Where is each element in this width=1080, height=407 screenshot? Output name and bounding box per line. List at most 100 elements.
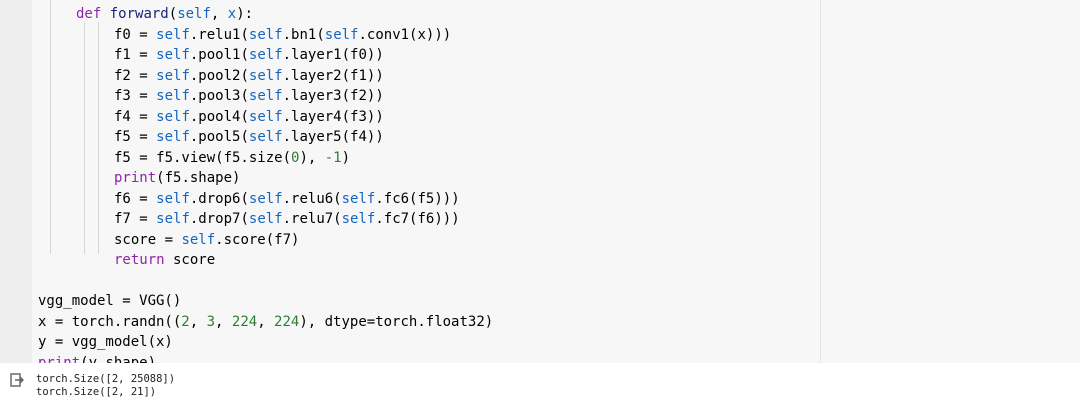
code-token: ) xyxy=(341,149,351,166)
code-token: 0 xyxy=(291,149,300,166)
code-token xyxy=(101,6,109,22)
code-line: x = torch.randn((2, 3, 224, 224), dtype=… xyxy=(38,312,493,332)
code-token: .pool4( xyxy=(189,108,249,125)
code-token: .pool2( xyxy=(189,67,249,84)
code-token: def xyxy=(76,6,102,22)
code-token: self xyxy=(156,129,190,145)
code-line: f6 = self.drop6(self.relu6(self.fc6(f5))… xyxy=(114,189,460,209)
code-line: def forward(self, x): xyxy=(76,4,253,24)
code-token: .conv1(x))) xyxy=(358,26,452,43)
code-line: vgg_model = VGG() xyxy=(38,291,181,311)
cell-gutter xyxy=(0,0,32,363)
code-line: y = vgg_model(x) xyxy=(38,332,173,352)
code-token: self xyxy=(177,6,211,22)
code-token: 3 xyxy=(206,313,216,330)
indent-guide xyxy=(50,0,51,254)
code-token: , xyxy=(257,313,275,330)
code-token: .fc7(f6))) xyxy=(375,211,460,227)
code-token: forward xyxy=(109,6,169,22)
code-token: self xyxy=(181,231,216,248)
code-token: , xyxy=(189,313,207,330)
cell-output-area: torch.Size([2, 25088]) torch.Size([2, 21… xyxy=(0,363,1080,407)
code-token: score = xyxy=(114,231,182,248)
code-token: self xyxy=(156,190,190,207)
code-token: ), dtype=torch.float32) xyxy=(299,313,494,330)
code-token: ( xyxy=(168,6,178,22)
code-token: ), xyxy=(299,149,325,166)
output-line-2: torch.Size([2, 21]) xyxy=(36,386,157,398)
code-token: 224 xyxy=(274,313,300,330)
code-token: .drop7( xyxy=(189,211,249,227)
code-token: f1 = xyxy=(114,47,157,63)
code-token: 224 xyxy=(231,313,258,330)
code-token: .score(f7) xyxy=(215,231,300,248)
code-line: print(f5.shape) xyxy=(114,168,240,188)
code-token: self xyxy=(156,67,190,84)
code-token: .pool5( xyxy=(189,129,249,145)
code-token: self xyxy=(341,190,376,207)
code-token: return xyxy=(114,252,165,268)
code-token: .pool3( xyxy=(189,88,249,104)
output-line-1: torch.Size([2, 25088]) xyxy=(36,373,176,385)
code-line: f4 = self.pool4(self.layer4(f3)) xyxy=(114,107,384,127)
code-token: 2 xyxy=(181,313,190,330)
code-line: f5 = f5.view(f5.size(0), -1) xyxy=(114,148,350,168)
indent-guide xyxy=(84,22,85,254)
code-token: ): xyxy=(236,6,254,22)
code-token: .pool1( xyxy=(189,47,249,63)
code-line: return score xyxy=(114,250,215,270)
code-token: self xyxy=(156,108,190,125)
code-token: f2 = xyxy=(114,67,157,84)
code-token: .layer1(f0)) xyxy=(282,47,384,63)
code-token: self xyxy=(341,211,376,227)
code-line: f1 = self.pool1(self.layer1(f0)) xyxy=(114,45,384,65)
code-token: y = vgg_model(x) xyxy=(38,334,173,350)
code-token: self xyxy=(248,26,283,43)
code-token: f5 = f5.view(f5.size( xyxy=(114,149,292,166)
code-token: .relu6( xyxy=(282,190,342,207)
code-line: f2 = self.pool2(self.layer2(f1)) xyxy=(114,66,384,86)
code-token: f7 = xyxy=(114,211,157,227)
code-token: self xyxy=(248,88,283,104)
code-token: .fc6(f5))) xyxy=(375,190,460,207)
code-token: self xyxy=(248,190,283,207)
code-token: self xyxy=(156,47,190,63)
code-token: .relu7( xyxy=(282,211,342,227)
code-token: self xyxy=(248,108,283,125)
code-token: f5 = xyxy=(114,129,157,145)
code-token: f3 = xyxy=(114,88,157,104)
code-token: .layer4(f3)) xyxy=(282,108,384,125)
code-token: -1 xyxy=(324,149,342,166)
code-token: , xyxy=(215,313,232,330)
code-line: score = self.score(f7) xyxy=(114,230,299,250)
code-token: self xyxy=(324,26,359,43)
code-line: f0 = self.relu1(self.bn1(self.conv1(x))) xyxy=(114,25,451,45)
code-token: self xyxy=(248,129,283,145)
code-line: f7 = self.drop7(self.relu7(self.fc7(f6))… xyxy=(114,209,460,229)
code-token: self xyxy=(156,211,190,227)
code-token: vgg_model = VGG() xyxy=(38,293,182,309)
code-line: f5 = self.pool5(self.layer5(f4)) xyxy=(114,127,384,147)
code-token: score xyxy=(164,252,216,268)
code-token: print xyxy=(114,170,157,186)
code-token: f0 = xyxy=(114,26,157,43)
code-token: self xyxy=(248,211,283,227)
code-token: (f5.shape) xyxy=(156,170,241,186)
code-token: , xyxy=(210,6,228,22)
code-token: x = torch.randn(( xyxy=(38,313,182,330)
code-token: .relu1( xyxy=(189,26,249,43)
code-token: self xyxy=(248,67,283,84)
code-token: self xyxy=(156,88,190,104)
code-token: self xyxy=(248,47,283,63)
code-token: x xyxy=(227,6,237,22)
code-token: .bn1( xyxy=(282,26,325,43)
code-token: f6 = xyxy=(114,190,157,207)
code-cell-editor[interactable] xyxy=(32,0,1080,363)
output-arrow-icon[interactable] xyxy=(10,373,24,387)
print-margin-line xyxy=(820,0,821,363)
code-token: .layer5(f4)) xyxy=(282,129,384,145)
code-token: .layer3(f2)) xyxy=(282,88,384,104)
code-token: f4 = xyxy=(114,108,157,125)
code-token: self xyxy=(156,26,190,43)
